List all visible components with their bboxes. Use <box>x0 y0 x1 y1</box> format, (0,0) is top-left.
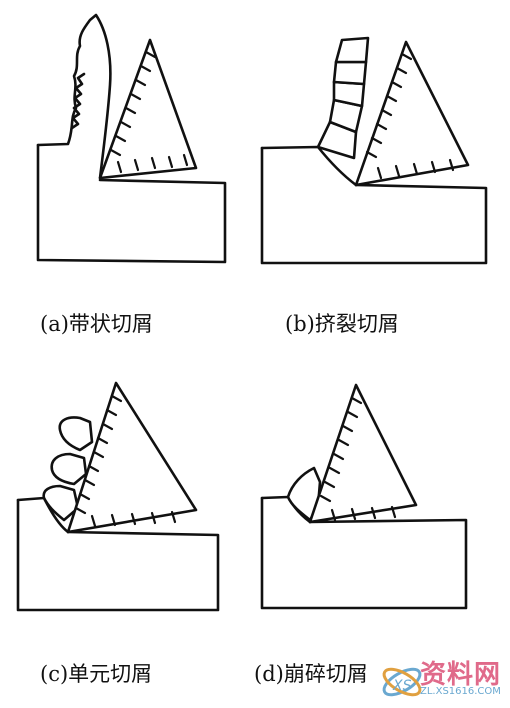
caption-a: (a)带状切屑 <box>40 312 153 336</box>
panel-c-chip-element-3 <box>58 416 94 452</box>
caption-b: (b)挤裂切屑 <box>285 312 399 336</box>
panel-b-drawing <box>260 36 488 265</box>
panel-c-tool <box>66 381 198 534</box>
panel-a-chip-serration <box>70 72 86 130</box>
panel-a-drawing <box>36 13 227 264</box>
panel-a-tool <box>98 38 198 180</box>
caption-d: (d)崩碎切屑 <box>254 662 368 686</box>
panel-c-tool-hatching <box>74 394 177 528</box>
panel-c-workpiece <box>16 498 220 612</box>
panel-d-drawing <box>260 383 468 610</box>
panel-d-tool <box>308 383 418 524</box>
panel-c-drawing <box>16 381 220 612</box>
watermark-title: 资料网 <box>420 660 502 690</box>
panel-a-tool-hatching <box>109 50 189 174</box>
svg-text:XS: XS <box>392 678 412 694</box>
panel-b-chip-segment-4 <box>332 60 368 86</box>
watermark-logo-icon: XS <box>382 667 422 697</box>
panel-c-chip-element-1 <box>42 484 80 522</box>
panel-a-ribbon-chip <box>36 13 112 180</box>
watermark: 资料网 ZL.XS1616.COM <box>372 654 504 704</box>
panel-b-workpiece <box>260 146 488 265</box>
panel-d-workpiece <box>260 496 468 610</box>
panel-b-tool <box>354 40 470 187</box>
caption-c: (c)单元切屑 <box>40 662 153 686</box>
panel-b-chip-segment-5 <box>334 36 370 64</box>
panel-a-workpiece <box>36 143 227 264</box>
panel-d-tool-hatching <box>319 396 397 522</box>
panel-c-chip-element-2 <box>50 452 88 486</box>
panel-b-tool-hatching <box>365 52 455 180</box>
watermark-url: ZL.XS1616.COM <box>420 686 501 697</box>
